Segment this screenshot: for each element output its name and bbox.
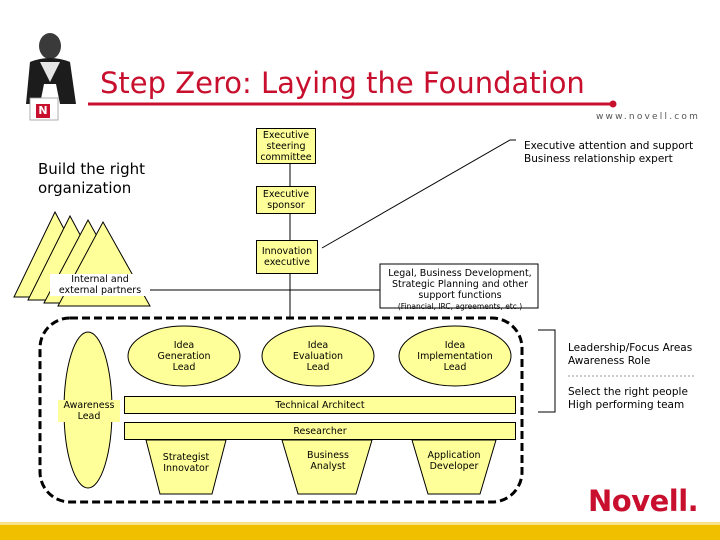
developer-line-1: Application xyxy=(427,450,481,461)
innovation-line-1: Innovation xyxy=(261,246,313,257)
heading-line-1: Build the right xyxy=(38,160,146,178)
idea-eval-line-2: Evaluation xyxy=(292,351,344,362)
analyst-line-2: Analyst xyxy=(310,461,346,472)
executive-steering-committee-box: Executive steering committee xyxy=(256,128,316,164)
leadership-line-2: Awareness Role xyxy=(568,355,651,367)
awareness-line-1: Awareness xyxy=(63,400,115,411)
select-people-note: Select the right people High performing … xyxy=(568,386,688,412)
legal-line-2: Strategic Planning and other xyxy=(391,279,529,290)
awareness-line-2: Lead xyxy=(77,411,101,422)
steering-line-1: Executive xyxy=(262,129,310,141)
analyst-line-1: Business xyxy=(307,450,349,461)
analyst-shape xyxy=(281,439,373,495)
footer-bar xyxy=(0,522,720,540)
steering-line-2: steering xyxy=(266,140,306,152)
connector-attention xyxy=(321,139,516,249)
title-underline-dot xyxy=(609,100,617,108)
partners-label: Internal and external partners xyxy=(50,274,150,296)
idea-eval-line-1: Idea xyxy=(307,340,329,351)
researcher-bar: Researcher xyxy=(124,422,516,440)
presenter-photo xyxy=(26,33,76,121)
sponsor-line-1: Executive xyxy=(262,189,310,200)
novell-mark-icon: N xyxy=(36,104,50,118)
idea-gen-line-1: Idea xyxy=(173,340,195,351)
idea-gen-line-2: Generation xyxy=(157,351,211,362)
awareness-lead-label: Awareness Lead xyxy=(58,400,120,422)
legal-line-1: Legal, Business Development, xyxy=(388,268,532,279)
idea-implementation-label: Idea Implementation Lead xyxy=(405,340,505,373)
developer-line-2: Developer xyxy=(429,461,479,472)
team-container xyxy=(38,316,524,504)
executive-sponsor-box: Executive sponsor xyxy=(256,186,316,214)
website-url: www.novell.com xyxy=(596,112,701,122)
legal-support-label: Legal, Business Development, Strategic P… xyxy=(382,268,538,312)
innovation-executive-box: Innovation executive xyxy=(256,240,318,274)
slide-heading: Build the right organization xyxy=(38,160,145,198)
strategist-label: Strategist Innovator xyxy=(150,452,222,474)
idea-impl-line-3: Lead xyxy=(443,362,467,373)
legal-box-outer xyxy=(379,263,539,309)
attention-line-2: Business relationship expert xyxy=(524,153,673,165)
strategist-shape xyxy=(145,439,227,495)
idea-generation-label: Idea Generation Lead xyxy=(144,340,224,373)
steering-line-3: committee xyxy=(260,151,312,163)
sponsor-line-2: sponsor xyxy=(267,200,305,211)
executive-attention-note: Executive attention and support Business… xyxy=(524,140,693,166)
strategist-line-2: Innovator xyxy=(163,463,209,474)
leadership-note: Leadership/Focus Areas Awareness Role xyxy=(568,342,692,368)
idea-impl-line-2: Implementation xyxy=(417,351,493,362)
leadership-line-1: Leadership/Focus Areas xyxy=(568,342,693,354)
legal-note: (Financial, IRC, agreements, etc.) xyxy=(397,302,523,311)
partners-line-2: external partners xyxy=(58,285,142,296)
footer-bar-highlight xyxy=(0,522,720,525)
application-developer-label: Application Developer xyxy=(414,450,494,472)
innovation-line-2: executive xyxy=(264,257,310,268)
select-line-2: High performing team xyxy=(568,399,685,411)
developer-shape xyxy=(411,439,497,495)
partners-line-1: Internal and xyxy=(71,274,129,285)
strategist-line-1: Strategist xyxy=(162,452,210,463)
novell-logo: Novell. xyxy=(588,484,699,518)
idea-impl-line-1: Idea xyxy=(444,340,466,351)
select-line-1: Select the right people xyxy=(568,386,688,398)
idea-gen-line-3: Lead xyxy=(172,362,196,373)
heading-line-2: organization xyxy=(38,179,132,197)
legal-line-3: support functions xyxy=(418,290,502,301)
technical-architect-bar: Technical Architect xyxy=(124,396,516,414)
idea-evaluation-label: Idea Evaluation Lead xyxy=(278,340,358,373)
idea-eval-line-3: Lead xyxy=(306,362,330,373)
notes-bracket xyxy=(538,329,556,413)
attention-line-1: Executive attention and support xyxy=(524,140,694,152)
business-analyst-label: Business Analyst xyxy=(288,450,368,472)
idea-evaluation-shape xyxy=(261,325,375,387)
slide-title: Step Zero: Laying the Foundation xyxy=(100,66,585,100)
idea-implementation-shape xyxy=(398,325,512,387)
idea-generation-shape xyxy=(127,325,241,387)
